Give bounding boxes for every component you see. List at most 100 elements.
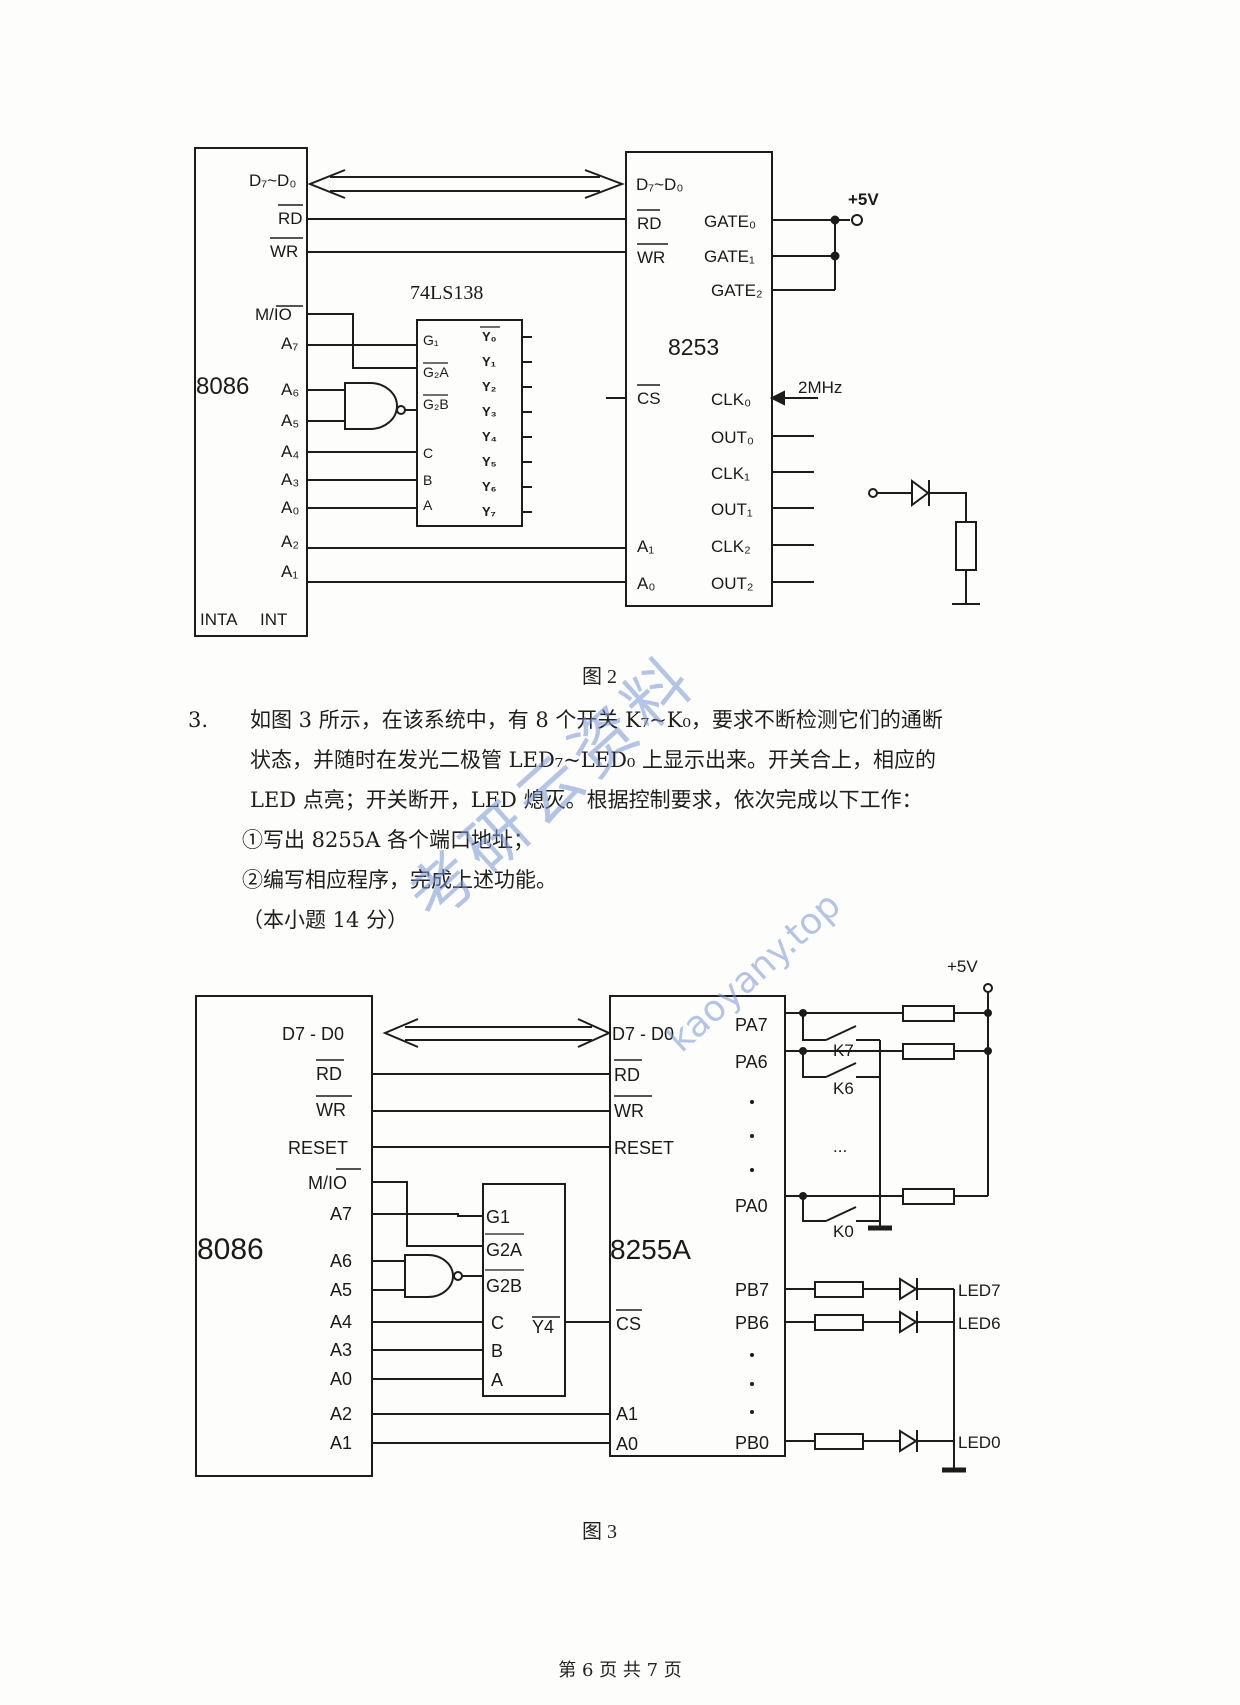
fig3-8255-pb6: PB6 xyxy=(735,1313,769,1333)
fig2-dec-y3: Y₃ xyxy=(482,404,497,419)
fig3-switch-k7: K7 xyxy=(833,1041,854,1060)
fig3-pin-a7: A7 xyxy=(330,1204,352,1224)
fig3-pin-reset: RESET xyxy=(288,1138,348,1158)
fig3-decoder-box xyxy=(482,1183,566,1397)
fig3-dec-g2b: G2B xyxy=(486,1276,522,1296)
fig3-8255-reset: RESET xyxy=(614,1138,674,1158)
fig3-switch-network xyxy=(785,983,993,1231)
fig2-dec-y7: Y₇ xyxy=(482,504,496,519)
fig2-pin-a6: A₆ xyxy=(281,380,299,399)
fig3-8255-rd: RD xyxy=(614,1065,640,1085)
fig2-8253-label: 8253 xyxy=(668,334,719,360)
fig3-pin-a5: A5 xyxy=(330,1280,352,1300)
question-item-1: ①写出 8255A 各个端口地址； xyxy=(242,828,534,852)
fig2-pin-a0: A₀ xyxy=(281,498,299,517)
fig2-dec-a: A xyxy=(423,497,433,513)
fig3-dec-y4: Y4 xyxy=(532,1317,554,1337)
fig3-8255a-label: 8255A xyxy=(610,1234,691,1265)
fig3-led0-label: LED0 xyxy=(958,1433,1001,1452)
fig3-pin-wr: WR xyxy=(316,1100,346,1120)
fig3-8255-a1: A1 xyxy=(616,1404,638,1424)
figure-3-caption: 图 3 xyxy=(582,1521,617,1543)
fig2-8253-out2: OUT₂ xyxy=(711,574,753,593)
fig2-8253-clk0: CLK₀ xyxy=(711,390,751,409)
fig3-led-network xyxy=(785,1277,966,1473)
question-line-3: LED 点亮；开关断开，LED 熄灭。根据控制要求，依次完成以下工作： xyxy=(250,788,923,812)
fig3-led6-label: LED6 xyxy=(958,1314,1001,1333)
fig2-clock-label: 2MHz xyxy=(798,378,842,397)
fig2-dec-g2a: G₂A xyxy=(423,364,449,380)
fig2-8253-a1: A₁ xyxy=(637,537,654,556)
fig2-8253-clk2: CLK₂ xyxy=(711,537,751,556)
fig2-8253-out1: OUT₁ xyxy=(711,500,753,519)
fig3-8086-label: 8086 xyxy=(197,1233,264,1266)
fig2-8253-out0: OUT₀ xyxy=(711,428,754,447)
fig3-8255-pa0: PA0 xyxy=(735,1196,768,1216)
fig2-pin-d: D₇~D₀ xyxy=(249,171,296,190)
fig2-pin-a2: A₂ xyxy=(281,532,299,551)
fig3-pin-a0: A0 xyxy=(330,1369,352,1389)
fig3-dec-g1: G1 xyxy=(486,1207,510,1227)
fig3-8255-pa6: PA6 xyxy=(735,1052,768,1072)
fig2-8253-gate1: GATE₁ xyxy=(704,247,755,266)
fig3-pin-a3: A3 xyxy=(330,1340,352,1360)
fig3-pin-mio: M/IO xyxy=(308,1173,347,1193)
fig2-8253-gate2: GATE₂ xyxy=(711,281,763,300)
fig3-pin-a2: A2 xyxy=(330,1404,352,1424)
question-number: 3. xyxy=(188,708,209,732)
fig3-8255-pa7: PA7 xyxy=(735,1015,768,1035)
fig3-pin-rd: RD xyxy=(316,1064,342,1084)
fig2-dec-y1: Y₁ xyxy=(482,354,496,369)
fig3-8255-wr: WR xyxy=(614,1101,644,1121)
fig2-data-bus-arrow xyxy=(307,169,625,199)
fig2-8253-rd: RD xyxy=(637,214,662,233)
fig2-pin-int: INT xyxy=(260,610,287,629)
question-line-2: 状态，并随时在发光二极管 LED₇~LED₀ 上显示出来。开关合上，相应的 xyxy=(250,748,937,772)
fig3-led7-label: LED7 xyxy=(958,1281,1001,1300)
question-3: 3. 如图 3 所示，在该系统中，有 8 个开关 K₇~K₀，要求不断检测它们的… xyxy=(188,700,1068,940)
fig2-8253-d: D₇~D₀ xyxy=(636,175,683,194)
fig2-pin-inta: INTA xyxy=(200,610,238,629)
fig3-switch-k6: K6 xyxy=(833,1079,854,1098)
fig2-8253-clk1: CLK₁ xyxy=(711,464,750,483)
question-item-2: ②编写相应程序，完成上述功能。 xyxy=(242,868,557,892)
fig2-dec-y5: Y₅ xyxy=(482,454,497,469)
fig2-dec-c: C xyxy=(423,445,433,461)
fig3-ellipsis: ... xyxy=(833,1137,847,1156)
fig3-switch-k0: K0 xyxy=(833,1222,854,1241)
fig3-8255a-box xyxy=(609,995,786,1457)
fig3-supply-label: +5V xyxy=(947,957,978,976)
fig3-pin-a4: A4 xyxy=(330,1312,352,1332)
fig2-decoder-title: 74LS138 xyxy=(410,282,483,304)
fig3-pin-d: D7 - D0 xyxy=(282,1024,344,1044)
fig2-dec-g2b: G₂B xyxy=(423,396,449,412)
fig3-data-bus-arrow xyxy=(382,1018,612,1048)
fig2-pin-a3: A₃ xyxy=(281,470,299,489)
fig2-dec-y2: Y₂ xyxy=(482,379,497,394)
fig2-pin-a4: A₄ xyxy=(281,442,299,461)
fig2-8253-box xyxy=(625,151,773,607)
fig3-dec-b: B xyxy=(491,1341,503,1361)
fig2-pin-a1: A₁ xyxy=(281,562,298,581)
fig2-led-branch xyxy=(868,479,980,605)
fig2-8253-a0: A₀ xyxy=(637,574,655,593)
fig2-dec-y0: Y₀ xyxy=(482,329,497,344)
fig3-dec-c: C xyxy=(491,1313,504,1333)
fig2-pin-a5: A₅ xyxy=(281,411,299,430)
fig2-74ls138-box xyxy=(416,319,523,527)
fig3-8255-pb0: PB0 xyxy=(735,1433,769,1453)
fig3-8255-pb7: PB7 xyxy=(735,1280,769,1300)
fig2-pin-a7: A₇ xyxy=(281,334,298,353)
fig3-dec-a: A xyxy=(491,1370,503,1390)
fig3-dec-g2a: G2A xyxy=(486,1240,522,1260)
fig2-dec-b: B xyxy=(423,472,432,488)
fig2-dec-y6: Y₆ xyxy=(482,479,497,494)
fig2-8086-box xyxy=(194,147,308,637)
fig3-8086-box xyxy=(195,995,373,1477)
fig2-pin-mio: M/IO xyxy=(255,305,292,324)
fig2-supply-label: +5V xyxy=(848,190,879,209)
question-score: （本小题 14 分） xyxy=(242,908,409,932)
